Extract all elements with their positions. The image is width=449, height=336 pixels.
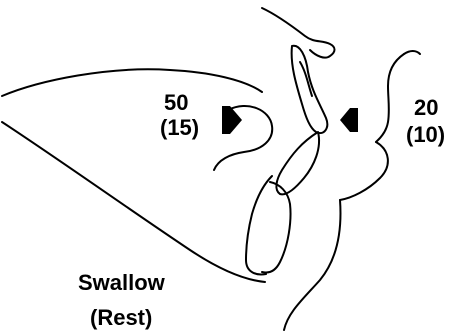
lower-incisor (276, 132, 319, 194)
chin-profile (284, 200, 340, 330)
lip-force-value: 20 (414, 97, 438, 119)
palate-outline (2, 69, 262, 96)
tongue-force-arrow-icon (222, 106, 242, 134)
upper-lip-top (404, 51, 420, 54)
caption-title: Swallow (78, 272, 165, 294)
tongue-force-value: 50 (164, 92, 188, 114)
lip-force-alt-value: (10) (406, 124, 445, 146)
lower-incisor-root (246, 176, 272, 274)
tongue-force-alt-value: (15) (160, 117, 199, 139)
lower-jaw-outline (2, 122, 265, 282)
nose-outline (262, 8, 335, 58)
lip-force-arrow-icon (340, 108, 358, 132)
caption-subtitle: (Rest) (90, 307, 152, 329)
lower-tooth-inner (262, 182, 291, 273)
lower-lip (340, 142, 388, 200)
upper-lip (376, 54, 404, 142)
